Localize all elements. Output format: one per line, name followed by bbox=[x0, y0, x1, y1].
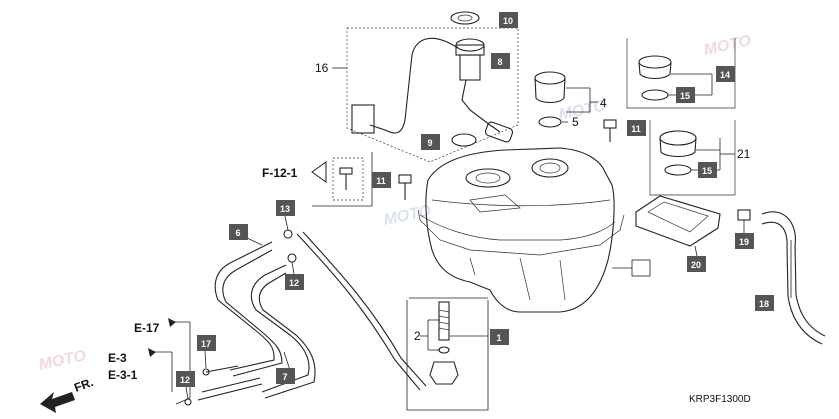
lock-ring-inner bbox=[457, 14, 473, 22]
f12-bracket bbox=[312, 152, 373, 207]
label-16: 16 bbox=[315, 61, 329, 75]
callout-18: 18 bbox=[755, 295, 774, 311]
callout-8: 8 bbox=[491, 53, 510, 69]
label-21: 21 bbox=[737, 147, 751, 161]
callout-9: 9 bbox=[421, 134, 440, 150]
watermark-group: MOTO MOTO MOTO MOTO bbox=[37, 32, 753, 374]
label-5: 5 bbox=[572, 115, 579, 129]
callout-1: 1 bbox=[490, 329, 509, 345]
bolt-11-right bbox=[603, 119, 617, 142]
callout-6: 6 bbox=[229, 224, 248, 240]
svg-text:8: 8 bbox=[497, 57, 502, 67]
joint-19 bbox=[737, 209, 751, 234]
cap-group-frame-2 bbox=[649, 120, 736, 196]
svg-text:7: 7 bbox=[282, 372, 287, 382]
valve-group-frame bbox=[406, 300, 489, 411]
svg-text:9: 9 bbox=[427, 138, 432, 148]
filler-cap bbox=[534, 71, 598, 128]
svg-text:12: 12 bbox=[289, 278, 299, 288]
svg-text:20: 20 bbox=[691, 260, 701, 270]
watermark-1: MOTO bbox=[702, 32, 753, 59]
callout-14: 14 bbox=[716, 66, 735, 82]
cap-21 bbox=[659, 130, 735, 176]
callout-19: 19 bbox=[735, 233, 754, 249]
svg-text:18: 18 bbox=[759, 299, 769, 309]
clips bbox=[184, 215, 297, 406]
svg-text:15: 15 bbox=[702, 166, 712, 176]
callout-10: 10 bbox=[499, 12, 518, 28]
svg-text:19: 19 bbox=[739, 237, 749, 247]
svg-text:15: 15 bbox=[680, 91, 690, 101]
callout-17: 17 bbox=[197, 335, 216, 351]
f12-arrow-icon bbox=[311, 161, 327, 183]
fuel-valve bbox=[420, 301, 488, 385]
front-label: FR. bbox=[72, 375, 95, 395]
svg-text:11: 11 bbox=[376, 176, 386, 186]
callout-13: 13 bbox=[276, 200, 295, 216]
svg-text:1: 1 bbox=[496, 333, 501, 343]
ref-e31: E-3-1 bbox=[108, 368, 138, 382]
svg-text:10: 10 bbox=[503, 16, 513, 26]
label-2: 2 bbox=[414, 329, 421, 343]
callout-15-top: 15 bbox=[676, 87, 695, 103]
callout-12-top: 12 bbox=[285, 274, 304, 290]
fuel-tank bbox=[417, 147, 651, 313]
svg-text:6: 6 bbox=[235, 228, 240, 238]
svg-text:11: 11 bbox=[631, 124, 641, 134]
callout-15-bottom: 15 bbox=[698, 162, 717, 178]
ref-leaders bbox=[148, 318, 191, 405]
callout-11-right: 11 bbox=[627, 120, 646, 136]
leader-6 bbox=[246, 237, 263, 246]
ref-e3: E-3 bbox=[108, 351, 127, 365]
watermark-3: MOTO bbox=[37, 347, 88, 374]
callout-boxes: 10 8 9 11 11 14 15 15 19 20 18 13 6 12 1… bbox=[176, 12, 774, 387]
svg-text:13: 13 bbox=[280, 204, 290, 214]
label-4: 4 bbox=[600, 96, 607, 110]
svg-text:14: 14 bbox=[720, 70, 730, 80]
drain-tray bbox=[635, 195, 721, 257]
pump-group-frame bbox=[346, 27, 519, 163]
ref-f12: F-12-1 bbox=[262, 166, 298, 180]
callout-20: 20 bbox=[687, 256, 706, 272]
ref-e17: E-17 bbox=[134, 321, 160, 335]
callout-7: 7 bbox=[276, 368, 295, 384]
packing bbox=[451, 133, 477, 147]
drain-tube bbox=[761, 211, 826, 345]
bolt-f12 bbox=[339, 167, 353, 190]
callout-11-left: 11 bbox=[372, 172, 391, 188]
bolt-11-left bbox=[398, 174, 412, 200]
fuel-pump bbox=[351, 37, 514, 143]
lock-ring bbox=[450, 11, 480, 25]
cap-14 bbox=[638, 55, 713, 101]
front-arrow-icon bbox=[40, 392, 75, 413]
fuel-hoses bbox=[197, 231, 427, 401]
diagram-code: KRP3F1300D bbox=[689, 394, 751, 405]
f12-box bbox=[332, 157, 364, 201]
leader-7 bbox=[283, 351, 291, 371]
svg-text:12: 12 bbox=[180, 375, 190, 385]
callout-12-bottom: 12 bbox=[176, 371, 195, 387]
svg-text:17: 17 bbox=[201, 339, 211, 349]
